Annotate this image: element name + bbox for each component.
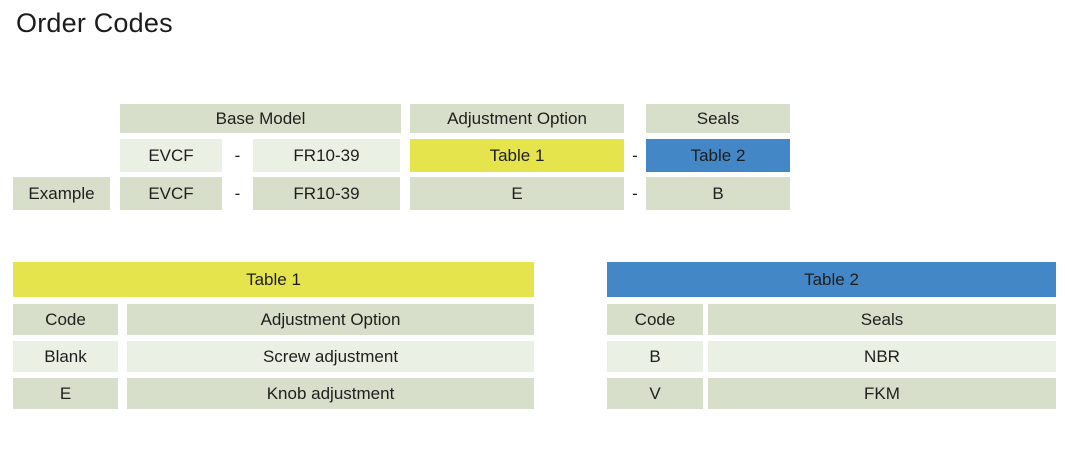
example-adjustment-code: E bbox=[410, 177, 624, 210]
table2-header-seals: Seals bbox=[708, 304, 1056, 335]
table2-row-value: NBR bbox=[708, 341, 1056, 372]
table1-row-value: Knob adjustment bbox=[127, 378, 534, 409]
pattern-base-prefix: EVCF bbox=[120, 139, 222, 172]
table2-row-code: B bbox=[607, 341, 703, 372]
table1-header-option: Adjustment Option bbox=[127, 304, 534, 335]
pattern-dash-2: - bbox=[632, 146, 638, 165]
pattern-base-series: FR10-39 bbox=[253, 139, 400, 172]
example-seals-code: B bbox=[646, 177, 790, 210]
table1-row-code: E bbox=[13, 378, 118, 409]
table1-row-value: Screw adjustment bbox=[127, 341, 534, 372]
table2-header-code: Code bbox=[607, 304, 703, 335]
pattern-adjustment-table1-ref: Table 1 bbox=[410, 139, 624, 172]
example-dash-1: - bbox=[234, 184, 241, 203]
example-base-series: FR10-39 bbox=[253, 177, 400, 210]
base-model-header: Base Model bbox=[120, 104, 401, 133]
table2-row-value: FKM bbox=[708, 378, 1056, 409]
example-label: Example bbox=[13, 177, 110, 210]
seals-header: Seals bbox=[646, 104, 790, 133]
example-dash-2: - bbox=[632, 184, 638, 203]
page-title: Order Codes bbox=[16, 8, 173, 38]
table1-header-code: Code bbox=[13, 304, 118, 335]
table1-title: Table 1 bbox=[13, 262, 534, 297]
table2-title: Table 2 bbox=[607, 262, 1056, 297]
table2-row-code: V bbox=[607, 378, 703, 409]
table1-row-code: Blank bbox=[13, 341, 118, 372]
example-base-prefix: EVCF bbox=[120, 177, 222, 210]
pattern-seals-table2-ref: Table 2 bbox=[646, 139, 790, 172]
pattern-dash-1: - bbox=[234, 146, 241, 165]
adjustment-option-header: Adjustment Option bbox=[410, 104, 624, 133]
